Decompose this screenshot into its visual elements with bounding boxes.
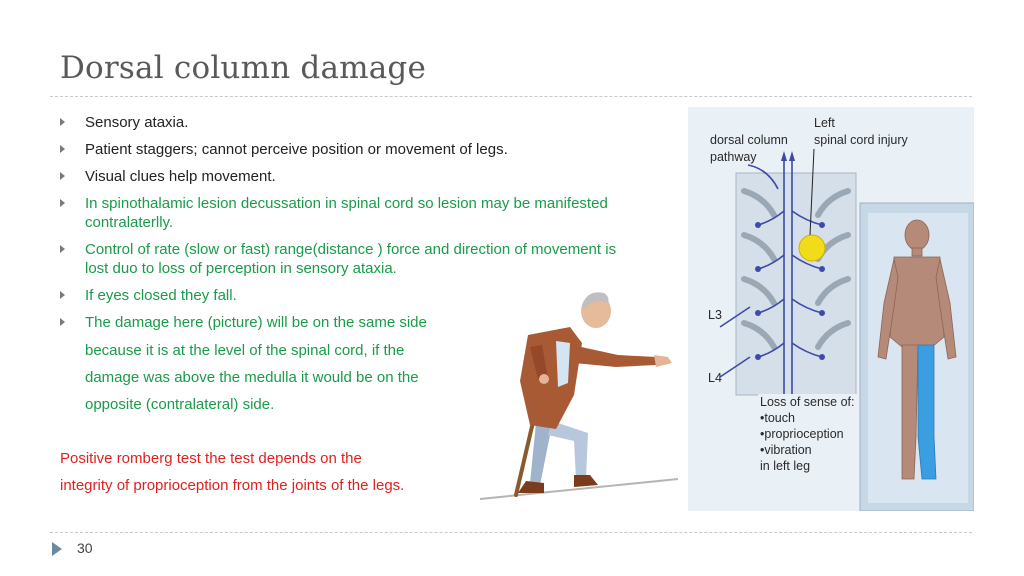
title-divider (50, 96, 972, 97)
bullet-item: If eyes closed they fall. (60, 286, 670, 305)
bullet-arrow-icon (60, 172, 65, 180)
continuation-line: damage was above the medulla it would be… (85, 369, 419, 386)
level-label-l4: L4 (708, 371, 722, 385)
continuation-line: opposite (contralateral) side. (85, 396, 275, 413)
bullet-arrow-icon (60, 145, 65, 153)
romberg-line: Positive romberg test the test depends o… (60, 450, 362, 467)
footer-divider (50, 532, 972, 533)
loss-of-sense-list: Loss of sense of: •touch •proprioception… (758, 394, 859, 476)
romberg-line: integrity of proprioception from the joi… (60, 477, 405, 494)
pathway-label: pathway (710, 150, 757, 164)
bullet-list: Sensory ataxia. Patient staggers; cannot… (60, 113, 670, 340)
page-number: 30 (77, 540, 93, 556)
bullet-arrow-icon (60, 291, 65, 299)
continuation-line: because it is at the level of the spinal… (85, 342, 405, 359)
bullet-item: In spinothalamic lesion decussation in s… (60, 194, 670, 232)
bullet-arrow-icon (60, 118, 65, 126)
spinal-cord-diagram: dorsal column pathway Left spinal cord i… (688, 107, 974, 511)
level-label-l3: L3 (708, 308, 722, 322)
injury-label: spinal cord injury (814, 133, 908, 147)
bullet-item: Visual clues help movement. (60, 167, 670, 186)
bullet-item: Sensory ataxia. (60, 113, 670, 132)
slide-title: Dorsal column damage (60, 50, 427, 86)
injury-label: Left (814, 116, 835, 130)
bullet-arrow-icon (60, 199, 65, 207)
bullet-item: The damage here (picture) will be on the… (60, 313, 670, 332)
ataxic-walker-illustration (478, 283, 690, 511)
bullet-arrow-icon (60, 245, 65, 253)
footer-arrow-icon (52, 542, 62, 556)
bullet-arrow-icon (60, 318, 65, 326)
bullet-item: Patient staggers; cannot perceive positi… (60, 140, 670, 159)
pathway-label: dorsal column (710, 133, 788, 147)
bullet-item: Control of rate (slow or fast) range(dis… (60, 240, 630, 278)
